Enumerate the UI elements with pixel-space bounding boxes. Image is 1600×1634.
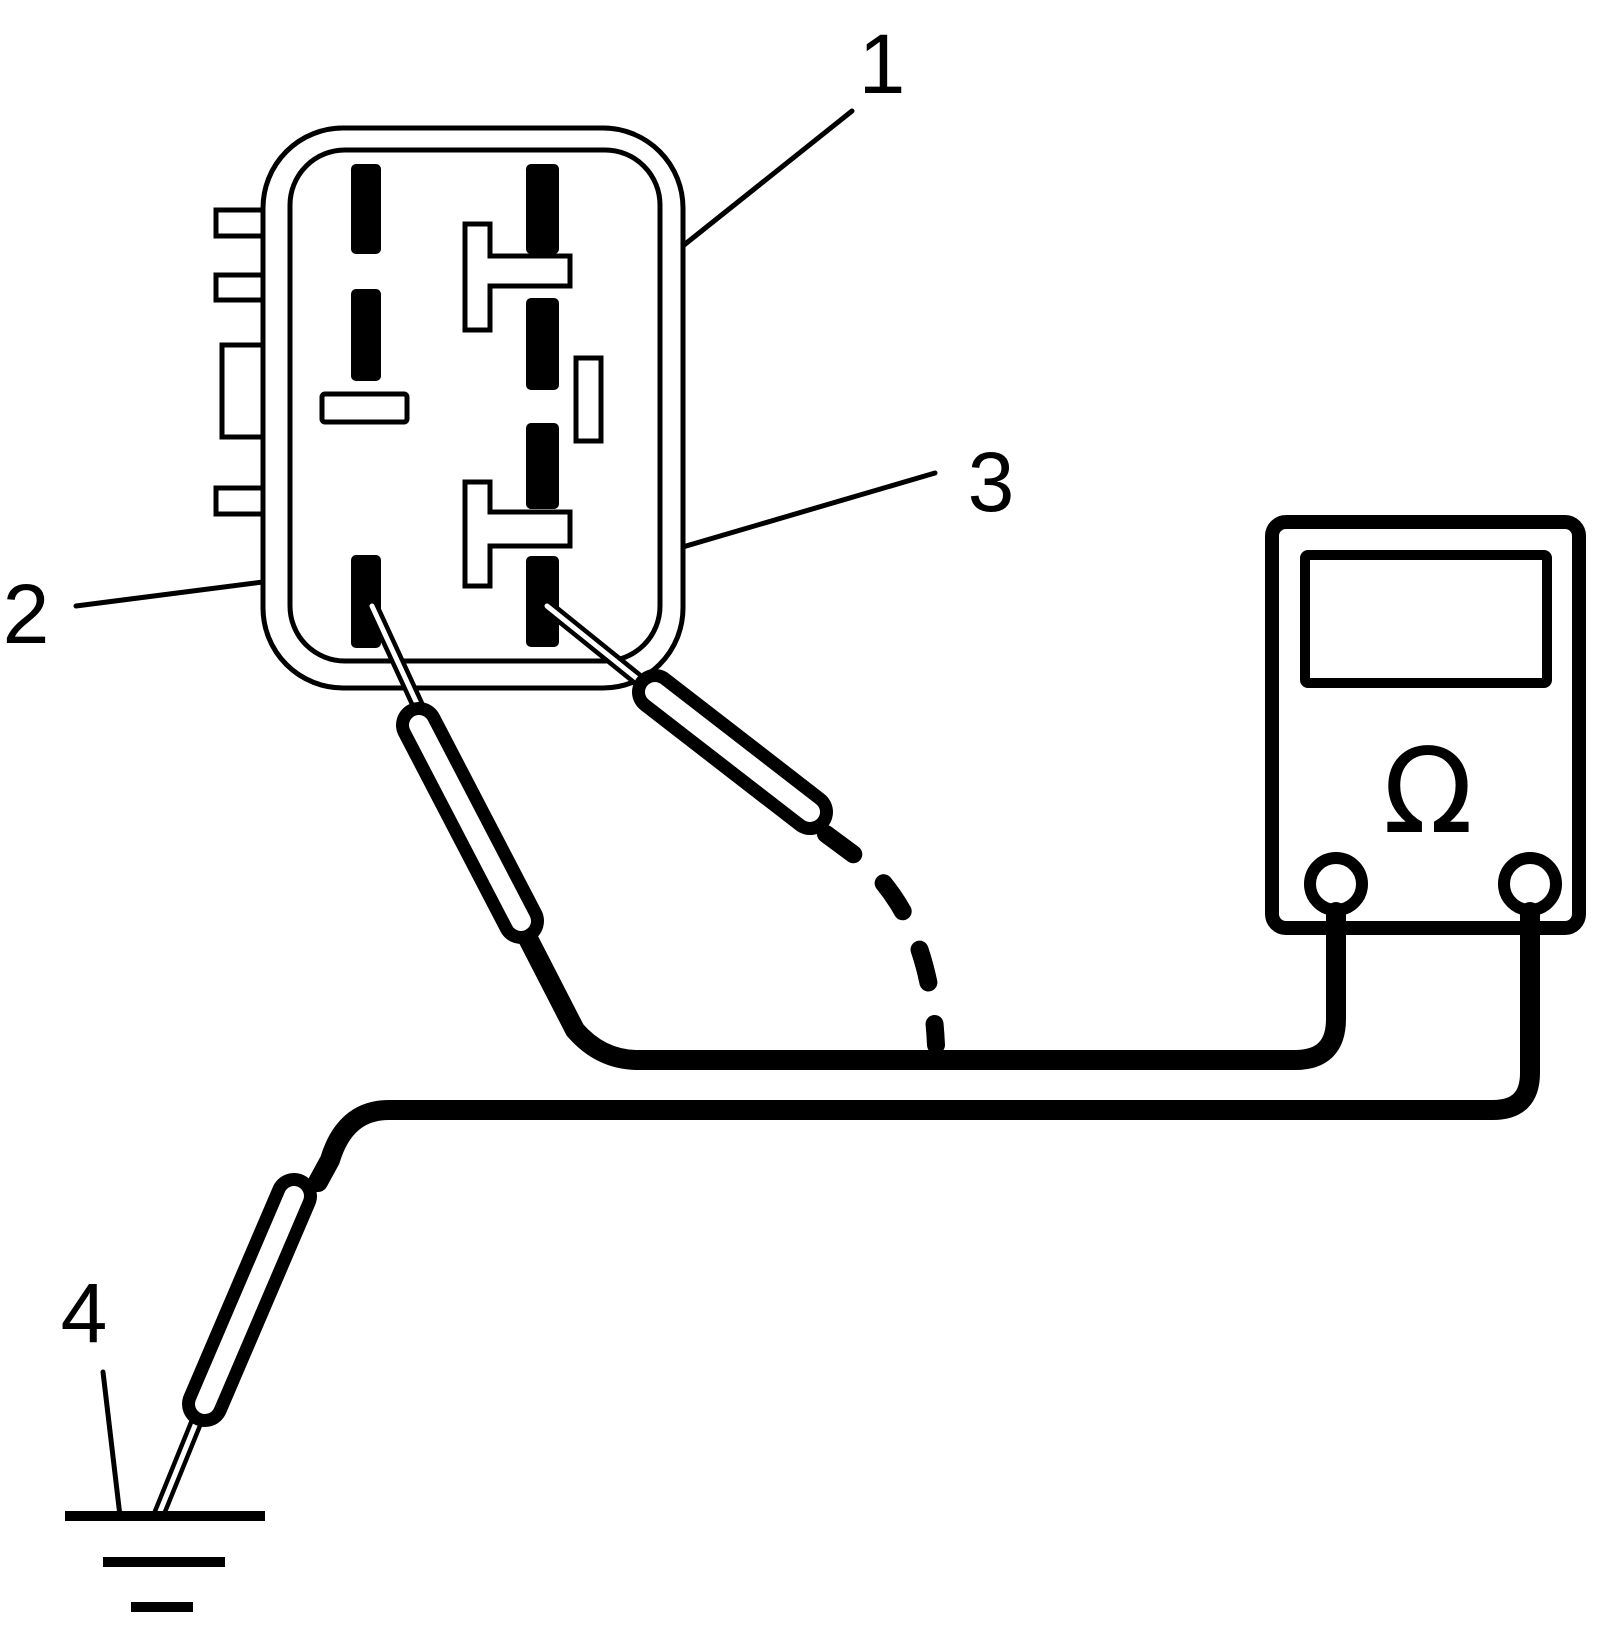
probe-tip-core <box>369 603 422 711</box>
connector <box>213 125 686 691</box>
meter-lead-dashed <box>817 825 945 1054</box>
leader-line-1 <box>671 108 855 256</box>
callout-3-label: 3 <box>968 435 1015 529</box>
probe-terminal-3 <box>540 599 833 835</box>
ohm-symbol: Ω <box>1383 722 1473 860</box>
probe-tip-core <box>156 1410 203 1517</box>
connector-latch <box>213 272 266 303</box>
leader-line-4 <box>100 1369 123 1519</box>
callout-1-label: 1 <box>859 17 906 111</box>
multimeter: Ω <box>1265 515 1586 935</box>
terminal-cavity <box>526 298 559 390</box>
connector-key-bar <box>319 391 410 425</box>
probe-body-inner <box>409 715 531 931</box>
connector-latch <box>213 485 266 517</box>
connector-latch <box>213 207 266 239</box>
callout-2-label: 2 <box>3 567 50 661</box>
connector-latch <box>219 342 266 440</box>
terminal-cavity <box>526 164 559 254</box>
ground-icon <box>65 1511 265 1612</box>
connector-key-slot <box>573 355 604 444</box>
probe-tip-core <box>544 603 643 684</box>
terminal-cavity <box>351 289 381 381</box>
probe-body-inner <box>645 682 820 822</box>
connector-key-t <box>462 221 573 333</box>
meter-lead-left <box>509 902 1346 1070</box>
callout-4-label: 4 <box>61 1266 108 1360</box>
multimeter-display <box>1300 550 1552 688</box>
connector-key-t <box>462 479 573 589</box>
probe-ground <box>152 1173 317 1521</box>
terminal-cavity <box>526 423 559 509</box>
probe-body-inner <box>195 1186 304 1414</box>
meter-lead-right <box>308 902 1540 1192</box>
probe-terminal-2 <box>365 599 544 944</box>
terminal-cavity <box>351 164 381 254</box>
